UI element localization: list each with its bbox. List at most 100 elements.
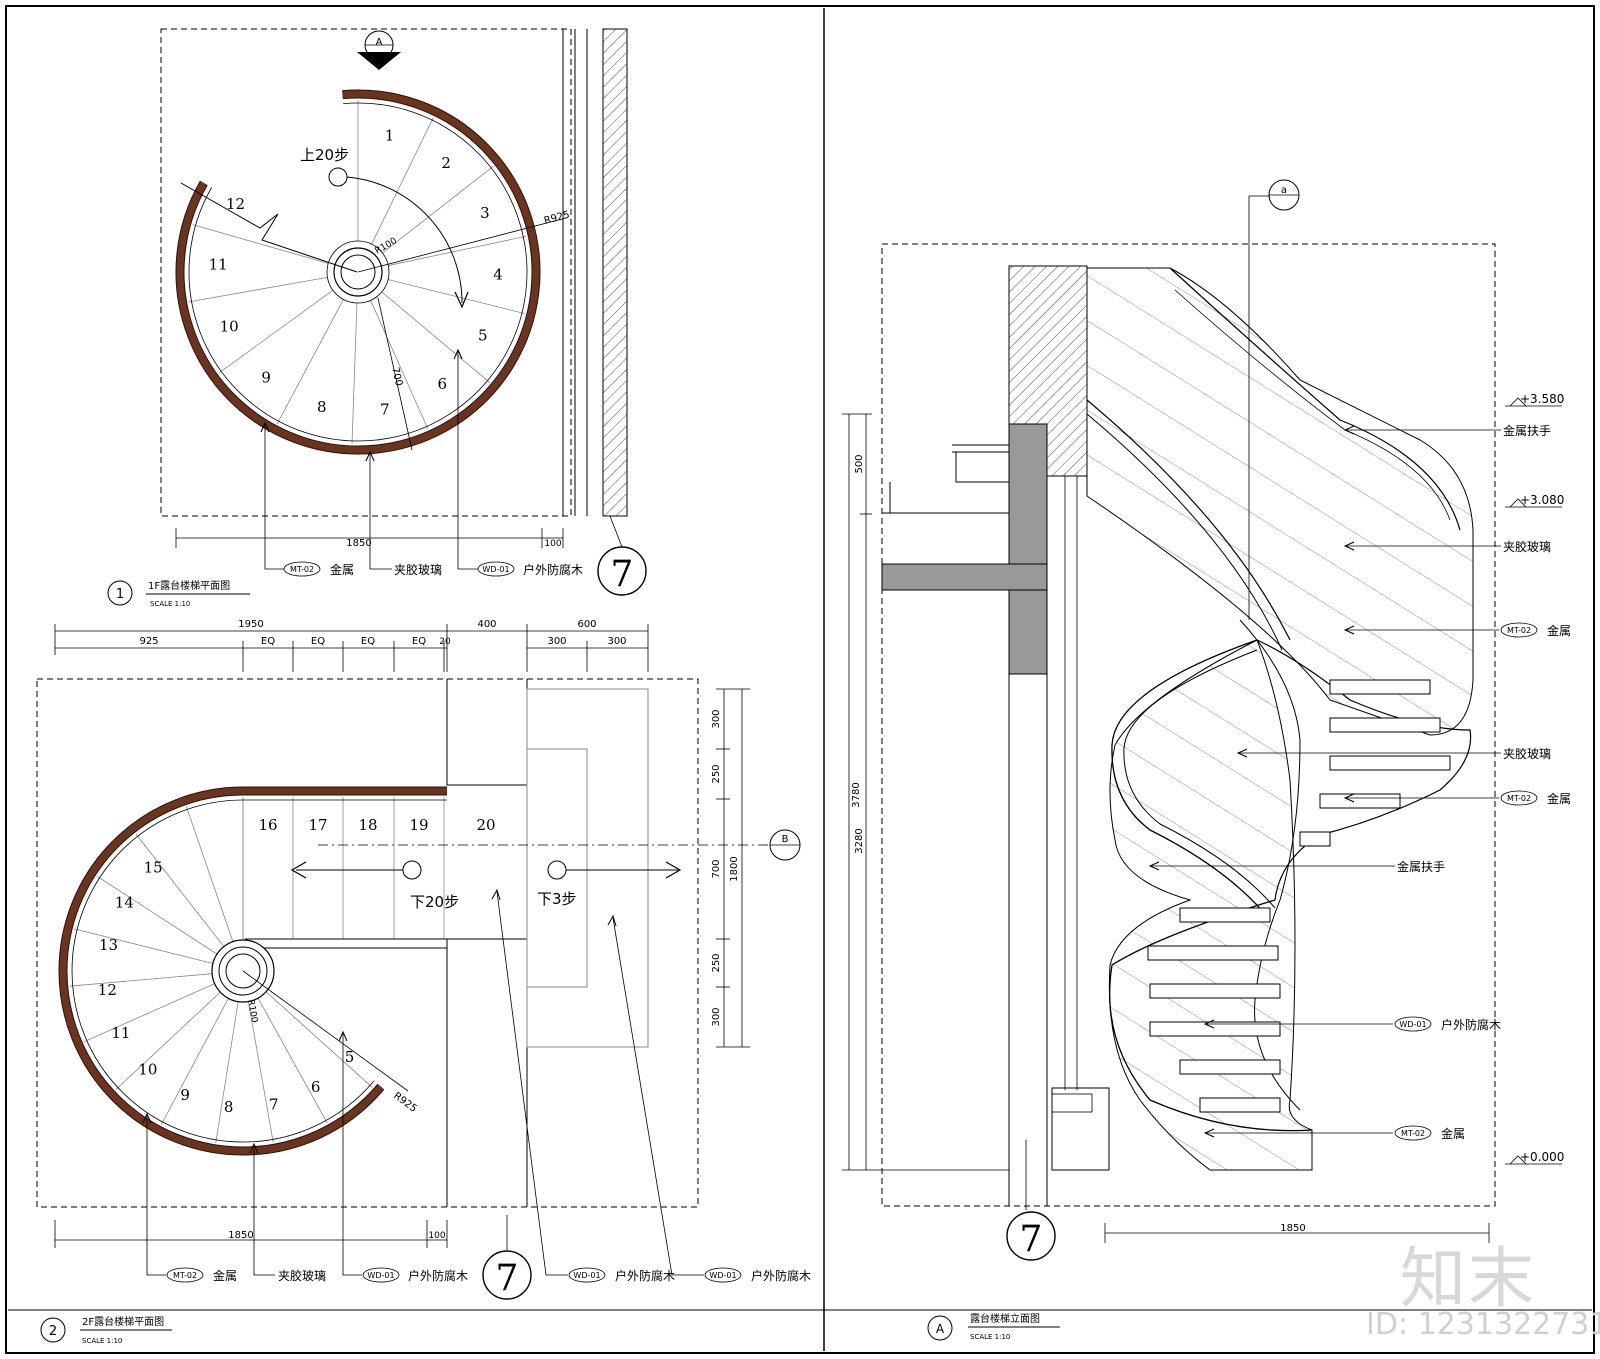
elev-dim-width: 1850 <box>1280 1223 1305 1234</box>
plan1-step-number: 10 <box>220 318 239 336</box>
plan2-dim-side: 100 <box>428 1231 445 1241</box>
plan2-tag-wd01-c: WD-01 户外防腐木 <box>704 1267 811 1283</box>
plan2-dim-eq-3: EQ <box>361 636 375 647</box>
plan2-title: 2F露台楼梯平面图 <box>82 1315 164 1328</box>
plan1-section-arrow <box>357 52 401 70</box>
plan1-step-number: 9 <box>261 369 271 387</box>
plan2-step-number: 15 <box>144 859 163 877</box>
plan2-detail-ref <box>482 1250 532 1300</box>
plan2-dim-a: 925 <box>139 636 158 647</box>
plan1-start-circle <box>328 167 348 187</box>
plan1-step-number: 5 <box>478 327 488 345</box>
elev-step <box>1179 1059 1281 1075</box>
svg-text:WD-01: WD-01 <box>367 1271 394 1280</box>
elev-label-tag <box>1394 1125 1432 1141</box>
plan2-radius-line <box>242 970 409 1092</box>
plan1-break-line <box>180 182 358 273</box>
plan1-step-number: 1 <box>385 127 395 145</box>
svg-text:金属: 金属 <box>213 1268 237 1283</box>
plan1-boundary <box>160 28 572 517</box>
plan2-tread-line <box>247 1001 274 1143</box>
elev-concrete-column <box>1008 423 1048 675</box>
elev-level-3080: +3.080 <box>1505 493 1564 508</box>
elev-label-code: MT-02 <box>1507 626 1531 635</box>
plan1-handrail <box>175 89 541 455</box>
plan1-center-post-inner <box>340 254 376 290</box>
plan2-leader-arrow <box>338 1030 348 1042</box>
elev-label-arrow <box>1343 541 1355 551</box>
svg-text:+0.000: +0.000 <box>1520 1150 1564 1164</box>
plan1-handrail-inner-line <box>188 102 528 442</box>
plan1-tread-line <box>371 117 434 245</box>
elev-title: 露台楼梯立面图 <box>970 1312 1040 1325</box>
svg-text:WD-01: WD-01 <box>573 1271 600 1280</box>
plan2-dim-eq-2: EQ <box>311 636 325 647</box>
plan2-r-inner: R100 <box>245 999 259 1024</box>
plan1-tread-line <box>192 224 329 264</box>
plan2-title-num: 2 <box>49 1324 57 1339</box>
plan2-inner-rail <box>245 938 448 949</box>
elev-step <box>1199 1097 1281 1113</box>
elev-label-code: MT-02 <box>1507 794 1531 803</box>
plan1-r-outer: R925 <box>543 210 571 227</box>
plan2-step-number: 17 <box>308 816 327 834</box>
plan2-tag-mt02: MT-02 金属 <box>166 1267 237 1283</box>
elev-dim-total: 3780 <box>851 782 862 807</box>
plan1-title-circle <box>107 580 133 606</box>
elev-title-circle <box>927 1315 953 1341</box>
elev-step <box>1147 945 1279 961</box>
plan2-rdim-b: 250 <box>711 764 722 783</box>
elev-label-arrow <box>1203 1128 1215 1138</box>
plan2-dim-gap: 20 <box>439 637 451 647</box>
plan1-step-number: 6 <box>437 375 447 393</box>
elev-dim-lower: 3280 <box>854 828 865 853</box>
elev-base-block-inner <box>1051 1093 1093 1113</box>
plan1-leader-arrow <box>453 348 463 360</box>
plan1-tread-line <box>188 276 328 303</box>
plan1-tread-line <box>382 165 494 254</box>
plan2-tread-line <box>215 1001 239 1143</box>
elev-label-text: 夹胶玻璃 <box>1503 539 1551 554</box>
elev-label-code: WD-01 <box>1399 1020 1426 1029</box>
plan2-dim-b: 400 <box>477 619 496 630</box>
plan2-handrail-lower-inner-line <box>242 1080 375 1143</box>
elev-label-arrow <box>1148 861 1160 871</box>
plan2-step-number: 10 <box>138 1061 157 1079</box>
plan1-tag-glass: 夹胶玻璃 <box>394 562 442 577</box>
elev-level-3580: +3.580 <box>1505 392 1564 407</box>
plan2-handrail-lower-edge <box>242 1083 385 1156</box>
plan1-title: 1F露台楼梯平面图 <box>148 579 230 592</box>
elev-step <box>1179 907 1271 923</box>
elev-label-arrow <box>1343 793 1355 803</box>
svg-text:户外防腐木: 户外防腐木 <box>615 1268 675 1283</box>
elev-boundary <box>881 243 1496 1207</box>
plan2-handrail-lower <box>242 1084 384 1155</box>
elev-top-rail <box>1169 267 1461 531</box>
plan1-treads <box>188 100 527 444</box>
plan1-tread-dim-line <box>377 297 413 451</box>
svg-text:WD-01: WD-01 <box>482 565 509 574</box>
plan1-radius-line <box>357 217 567 273</box>
plan2-handrail <box>58 786 447 1156</box>
plan2-down-start-circle <box>402 860 422 880</box>
plan2-boundary <box>36 678 699 1208</box>
plan2-rdim-c: 700 <box>711 859 722 878</box>
elev-spiral-rail-lower <box>1109 899 1313 1132</box>
plan2-leader-arrow <box>142 1112 152 1124</box>
plan2-center-post-inner <box>225 953 261 989</box>
plan2-step-number: 12 <box>98 981 117 999</box>
elev-label-tag <box>1394 1016 1432 1032</box>
plan1-r-inner: R100 <box>374 236 400 257</box>
plan2-step-number: 14 <box>115 894 134 912</box>
plan2-tread-line <box>69 973 213 987</box>
elev-step <box>1149 983 1281 999</box>
plan2-tread-line <box>115 991 221 1090</box>
plan2-leader-arrow <box>249 1142 259 1154</box>
plan1-scale: SCALE 1:10 <box>150 600 190 608</box>
plan2-dim-d: 300 <box>547 636 566 647</box>
plan2-leaders <box>146 891 704 1276</box>
